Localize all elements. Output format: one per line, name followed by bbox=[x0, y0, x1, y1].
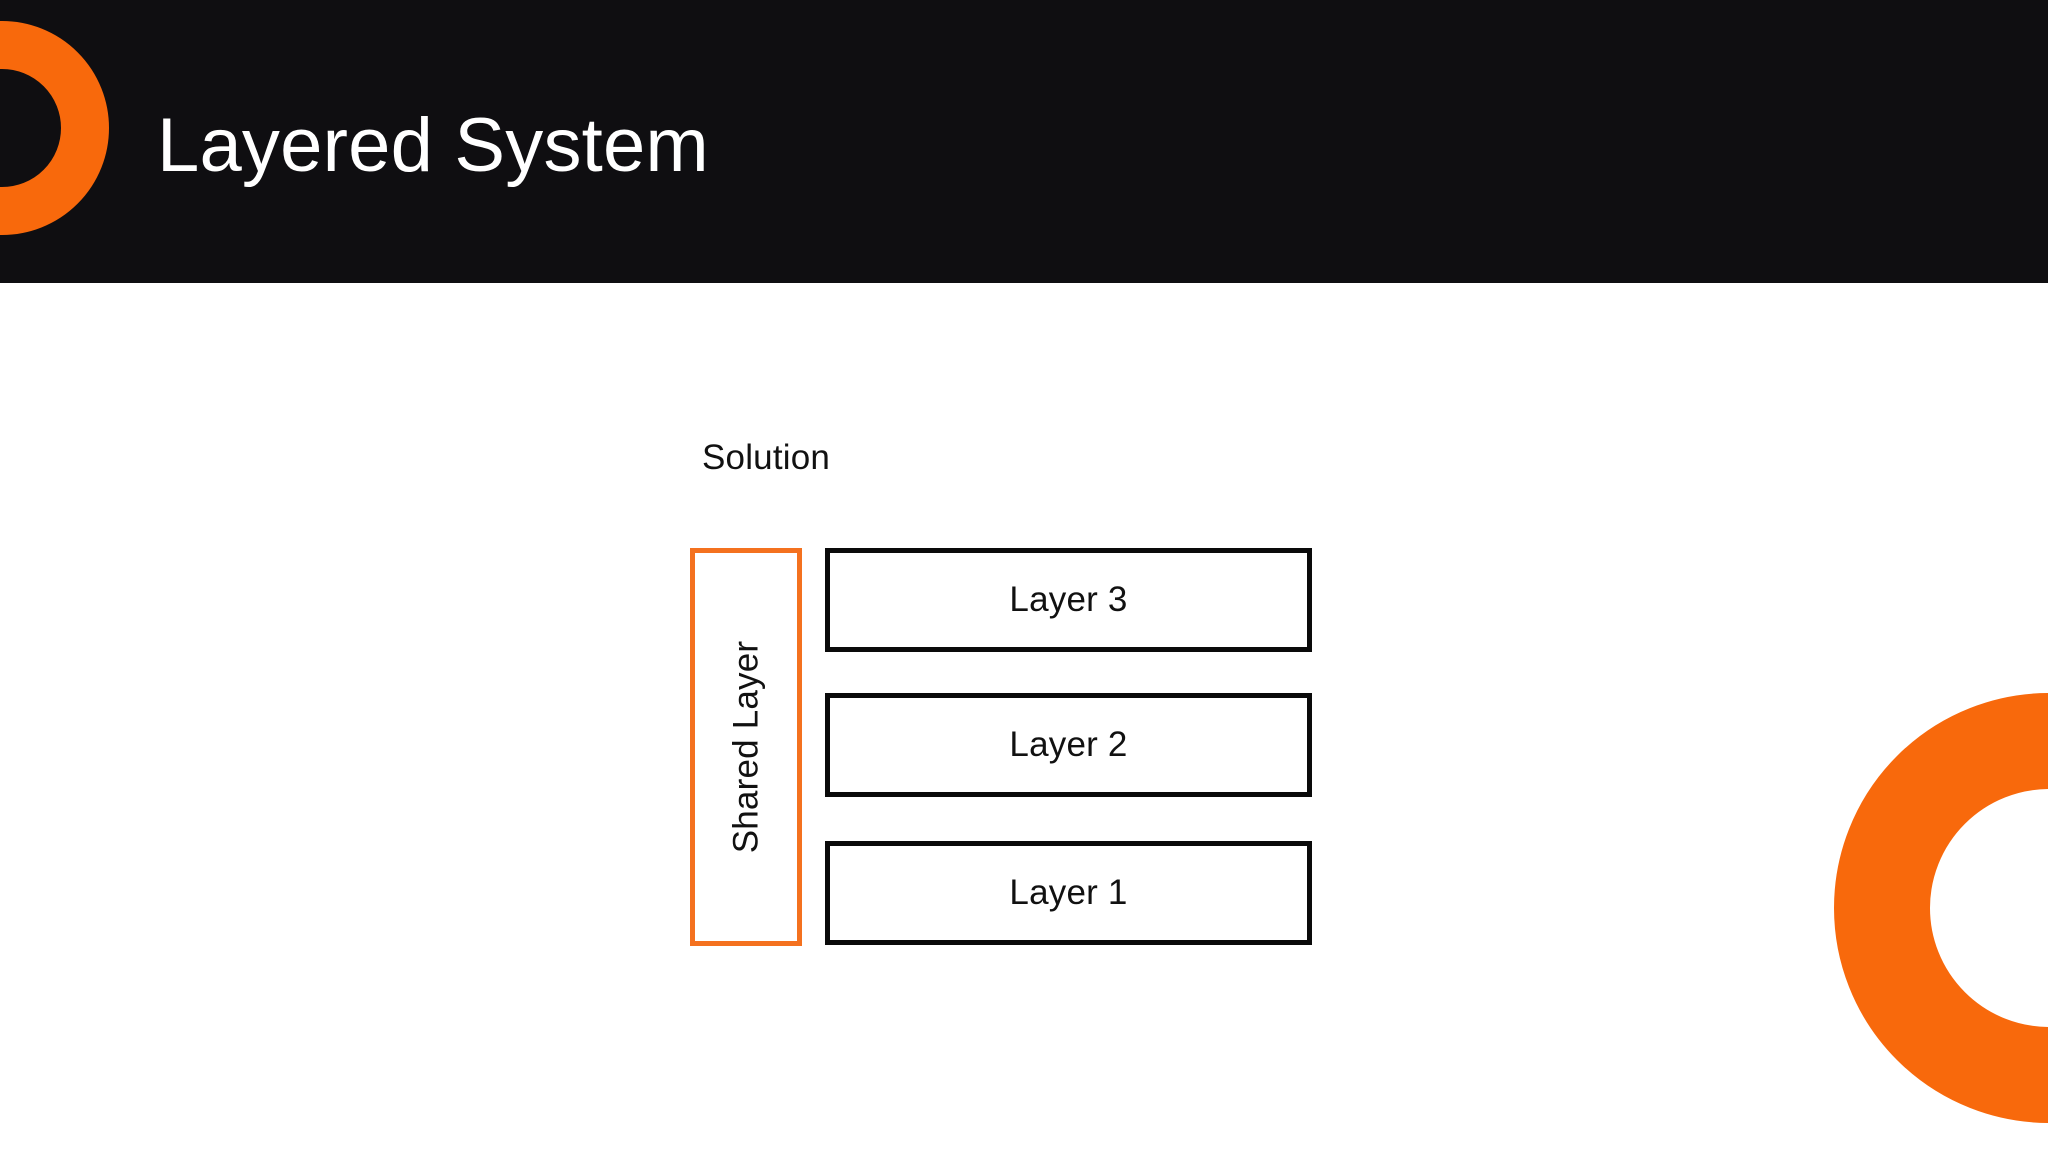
layer-box-1[interactable]: Layer 1 bbox=[825, 841, 1312, 945]
layer-box-3[interactable]: Layer 3 bbox=[825, 548, 1312, 652]
header-band: Layered System bbox=[0, 0, 2048, 283]
layer-box-2[interactable]: Layer 2 bbox=[825, 693, 1312, 797]
shared-layer-label: Shared Layer bbox=[726, 640, 766, 854]
layer-label-3: Layer 3 bbox=[1009, 580, 1128, 619]
shared-layer-box[interactable]: Shared Layer bbox=[690, 548, 802, 946]
layer-label-1: Layer 1 bbox=[1009, 873, 1128, 912]
layer-label-2: Layer 2 bbox=[1009, 725, 1128, 764]
layer-stack: Layer 3 Layer 2 Layer 1 bbox=[825, 548, 1312, 946]
page-title: Layered System bbox=[157, 103, 709, 188]
solution-caption: Solution bbox=[702, 438, 831, 477]
